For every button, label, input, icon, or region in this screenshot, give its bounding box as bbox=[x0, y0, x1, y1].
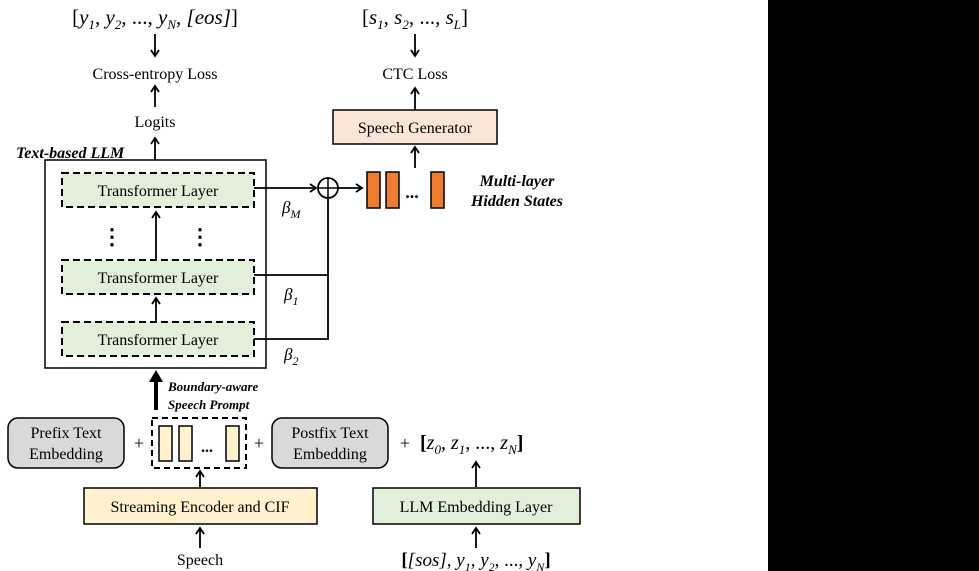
postfix-embedding-box bbox=[271, 417, 389, 469]
arrow-prompt-head bbox=[149, 370, 163, 382]
vdots-right: ⋮ bbox=[189, 224, 211, 249]
hidden-states-label-line2: Hidden States bbox=[470, 193, 563, 210]
hidden-states-ellipsis: ... bbox=[405, 182, 419, 202]
z-sequence-label: [z0, z1, ..., zN] bbox=[420, 432, 523, 457]
ctc-loss-label: CTC Loss bbox=[382, 66, 447, 83]
postfix-embedding-line1: Postfix Text bbox=[291, 425, 369, 442]
plus-sign-3: + bbox=[400, 433, 410, 453]
transformer-layer-bottom bbox=[61, 321, 255, 357]
output-sequence-label: [y1, y2, ..., yN, [eos]] bbox=[72, 5, 238, 32]
speech-generator-box bbox=[332, 109, 498, 145]
beta-2-label: β2 bbox=[283, 345, 298, 368]
streaming-encoder-box bbox=[83, 487, 318, 525]
beta-1-label: β1 bbox=[283, 285, 298, 308]
llm-embedding-layer-box bbox=[372, 487, 581, 525]
postfix-embedding-line2: Embedding bbox=[293, 446, 367, 463]
hidden-state-n bbox=[430, 171, 445, 209]
speech-embedding-n bbox=[225, 425, 240, 462]
prefix-embedding-box bbox=[7, 417, 125, 469]
transformer-layer-top-label: Transformer Layer bbox=[98, 183, 219, 200]
vdots-left: ⋮ bbox=[101, 224, 123, 249]
speech-generator-label: Speech Generator bbox=[358, 120, 473, 137]
beta-m-label: βM bbox=[281, 198, 301, 221]
llm-embedding-layer-label: LLM Embedding Layer bbox=[400, 499, 554, 516]
llm-title: Text-based LLM bbox=[16, 145, 125, 162]
plus-sign-2: + bbox=[254, 433, 264, 453]
cross-entropy-loss-label: Cross-entropy Loss bbox=[93, 66, 218, 83]
hidden-states-label-line1: Multi-layer bbox=[479, 173, 555, 190]
streaming-encoder-label: Streaming Encoder and CIF bbox=[110, 499, 289, 516]
right-black-band bbox=[768, 0, 979, 571]
transformer-layer-bottom-label: Transformer Layer bbox=[98, 332, 219, 349]
speech-label: Speech bbox=[177, 552, 223, 569]
speech-prompt-label-line2: Speech Prompt bbox=[168, 397, 250, 412]
plus-sign-1: + bbox=[134, 433, 144, 453]
input-sequence-label: [[sos], y1, y2, ..., yN] bbox=[401, 550, 550, 571]
ctc-target-sequence-label: [s1, s2, ..., sL] bbox=[362, 5, 468, 32]
speech-embedding-ellipsis: ... bbox=[201, 439, 213, 456]
speech-prompt-label-line1: Boundary-aware bbox=[167, 379, 259, 394]
hidden-state-1 bbox=[366, 171, 381, 209]
prefix-embedding-line1: Prefix Text bbox=[30, 425, 102, 442]
line-bottom-layer-to-sum bbox=[254, 275, 329, 340]
prefix-embedding-line2: Embedding bbox=[29, 446, 103, 463]
logits-label: Logits bbox=[135, 114, 176, 131]
transformer-layer-middle bbox=[61, 259, 255, 295]
speech-embedding-1 bbox=[158, 425, 173, 462]
transformer-layer-middle-label: Transformer Layer bbox=[98, 270, 219, 287]
speech-embedding-2 bbox=[178, 425, 193, 462]
hidden-state-2 bbox=[385, 171, 400, 209]
transformer-layer-top bbox=[61, 172, 255, 208]
